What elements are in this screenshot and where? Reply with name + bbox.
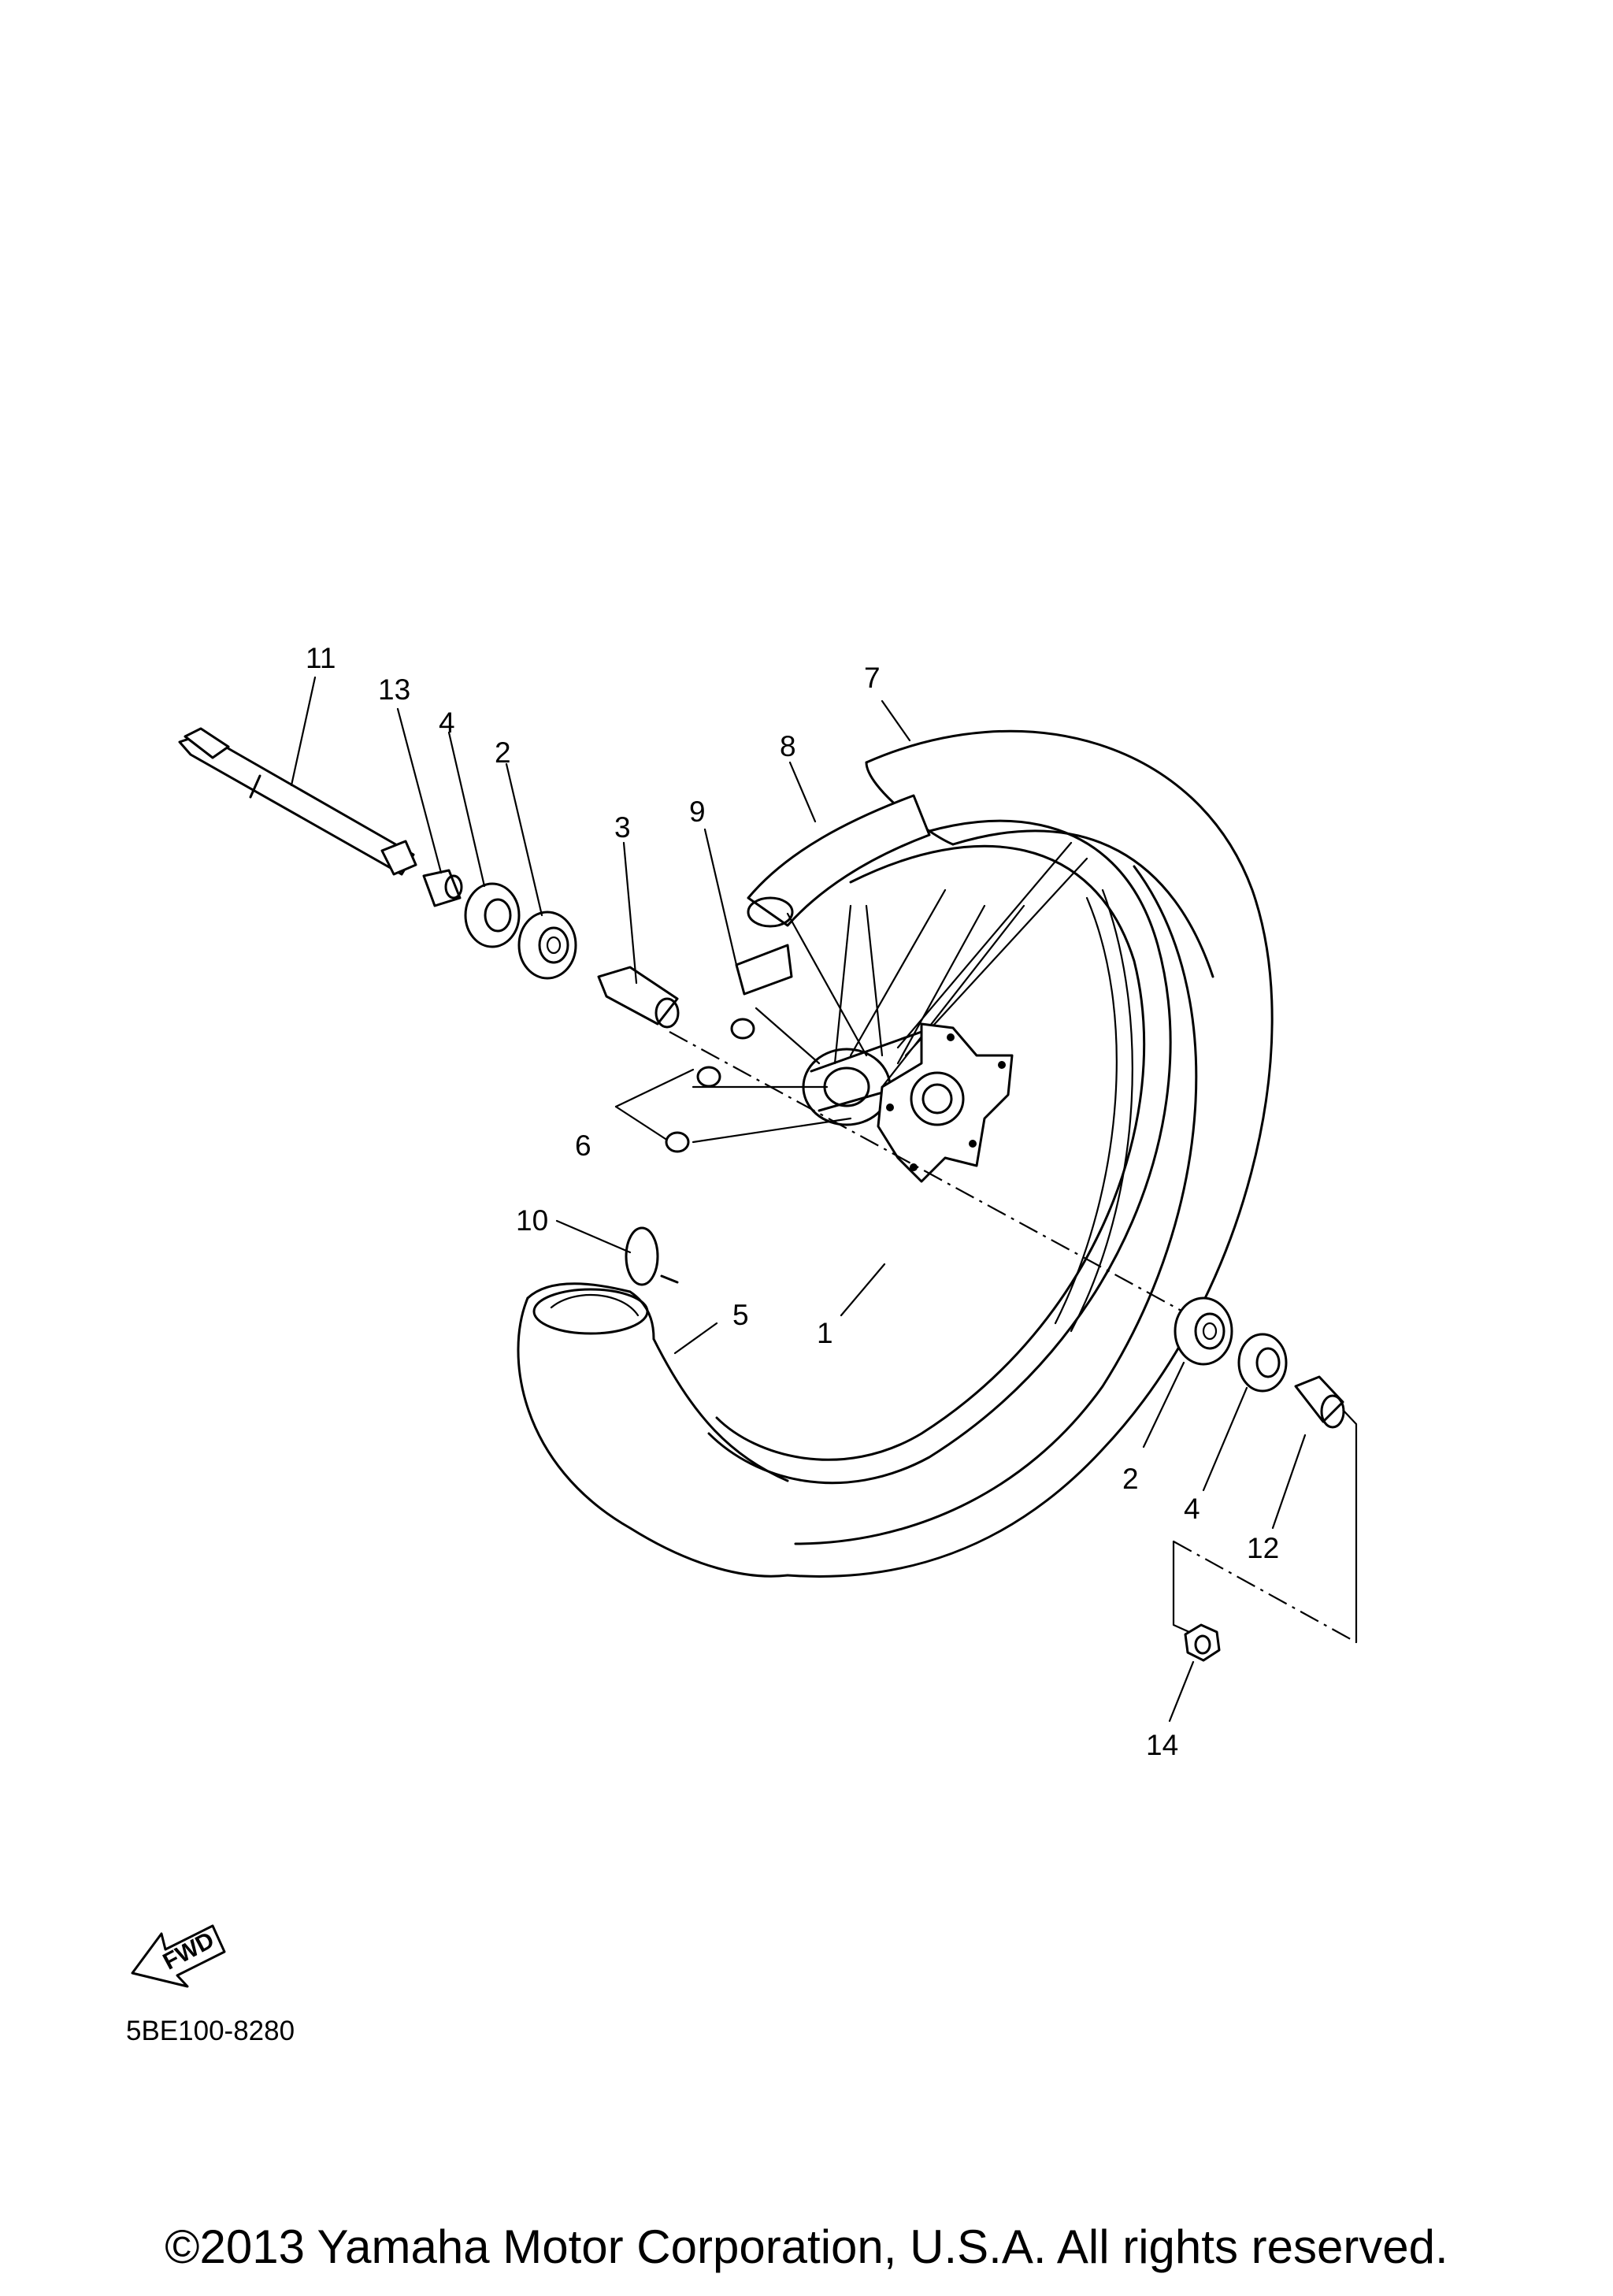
- callouts: 11 13 4 2 3 9 8 7 6 10 5 1 2 4 12 14: [306, 642, 1279, 1761]
- callout-1: 1: [817, 1317, 833, 1349]
- tire-part-7: [786, 729, 1274, 1578]
- drawing-code: 5BE100-8280: [126, 2016, 295, 2046]
- spacer-part-3: [597, 966, 680, 1029]
- callout-14: 14: [1146, 1729, 1178, 1761]
- collar-part-13: [422, 869, 463, 907]
- fwd-arrow-icon: FWD: [131, 1924, 226, 1988]
- spokes: [692, 841, 1088, 1144]
- callout-4-right: 4: [1184, 1493, 1200, 1525]
- leader-lines: [290, 676, 1307, 1723]
- bearing-part-2-right: [1174, 1296, 1233, 1366]
- callout-10: 10: [516, 1204, 548, 1237]
- rim-band-part-8: [747, 794, 931, 928]
- oil-seal-part-4-right: [1237, 1333, 1288, 1393]
- callout-5: 5: [732, 1299, 749, 1331]
- collar-part-12: [1294, 1375, 1345, 1429]
- callout-4-left: 4: [439, 707, 455, 739]
- callout-2-right: 2: [1122, 1463, 1139, 1495]
- spoke-nipples-part-6: [614, 1018, 755, 1153]
- callout-11: 11: [306, 642, 336, 674]
- callout-7: 7: [864, 662, 881, 694]
- callout-6: 6: [575, 1129, 591, 1162]
- callout-12: 12: [1247, 1532, 1279, 1564]
- callout-2-left: 2: [495, 736, 511, 769]
- bearing-part-2-left: [517, 911, 577, 980]
- copyright-notice: ©2013 Yamaha Motor Corporation, U.S.A. A…: [165, 2220, 1448, 2273]
- callout-9: 9: [689, 796, 706, 828]
- axle-centerline: [669, 1031, 1198, 1320]
- oil-seal-part-4-left: [464, 882, 521, 948]
- brake-disc-part-1: [877, 1022, 1014, 1183]
- valve-part-9: [735, 944, 793, 996]
- axle-part-11: [178, 727, 417, 876]
- callout-13: 13: [378, 673, 410, 706]
- rim: [707, 819, 1172, 1485]
- tube-part-10: [625, 1226, 679, 1286]
- assembly-bracket-lines: [1172, 1409, 1358, 1644]
- callout-3: 3: [614, 811, 631, 844]
- nut-part-14: [1184, 1623, 1221, 1662]
- callout-8: 8: [780, 730, 796, 762]
